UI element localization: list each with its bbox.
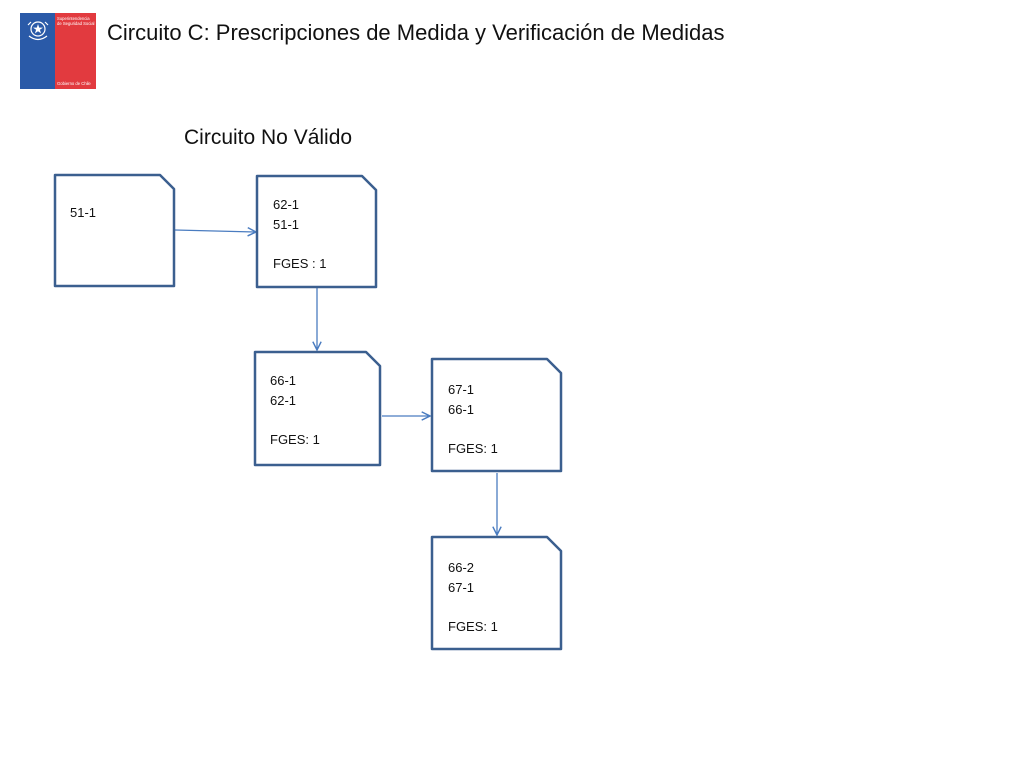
node-label-line: FGES: 1: [448, 618, 498, 634]
coat-of-arms-icon: [27, 21, 49, 41]
diagram-node-box: [430, 535, 563, 651]
node-label-line: [270, 410, 320, 430]
diagram-node-box: [255, 174, 378, 289]
node-label-line: [448, 419, 498, 439]
node-label-line: FGES : 1: [273, 255, 327, 271]
diagram-node-box: [253, 350, 382, 467]
connector-layer: [174, 230, 497, 535]
page-title: Circuito C: Prescripciones de Medida y V…: [107, 20, 725, 45]
node-label-line: 67-1: [448, 579, 475, 595]
institution-logo: Superintendencia de Seguridad Social Gob…: [20, 13, 96, 89]
logo-government-text: Gobierno de Chile: [57, 81, 91, 86]
node-label-line: 62-1: [273, 197, 300, 212]
diagram-node-box: [53, 173, 176, 288]
diagram-arrow: [174, 230, 256, 232]
node-label-line: 67-1: [448, 382, 475, 397]
node-label-line: 62-1: [270, 392, 297, 408]
node-label-line: 66-1: [448, 401, 475, 417]
logo-red-band: [55, 13, 96, 89]
node-label-line: 66-1: [270, 373, 297, 388]
node-label-line: 66-2: [448, 560, 475, 575]
node-label-line: FGES: 1: [270, 431, 320, 447]
logo-blue-band: [20, 13, 55, 89]
logo-institution-name: Superintendencia de Seguridad Social: [57, 16, 95, 27]
node-label-line: [448, 597, 498, 617]
diagram-node-label: 51-1: [70, 203, 96, 223]
node-label-line: 51-1: [273, 216, 300, 232]
node-label-line: FGES: 1: [448, 440, 498, 456]
diagram-node-box: [430, 357, 563, 473]
node-layer: [53, 173, 563, 651]
diagram-subtitle: Circuito No Válido: [184, 126, 353, 149]
node-label-line: [273, 234, 326, 254]
node-label-line: 51-1: [70, 205, 97, 220]
